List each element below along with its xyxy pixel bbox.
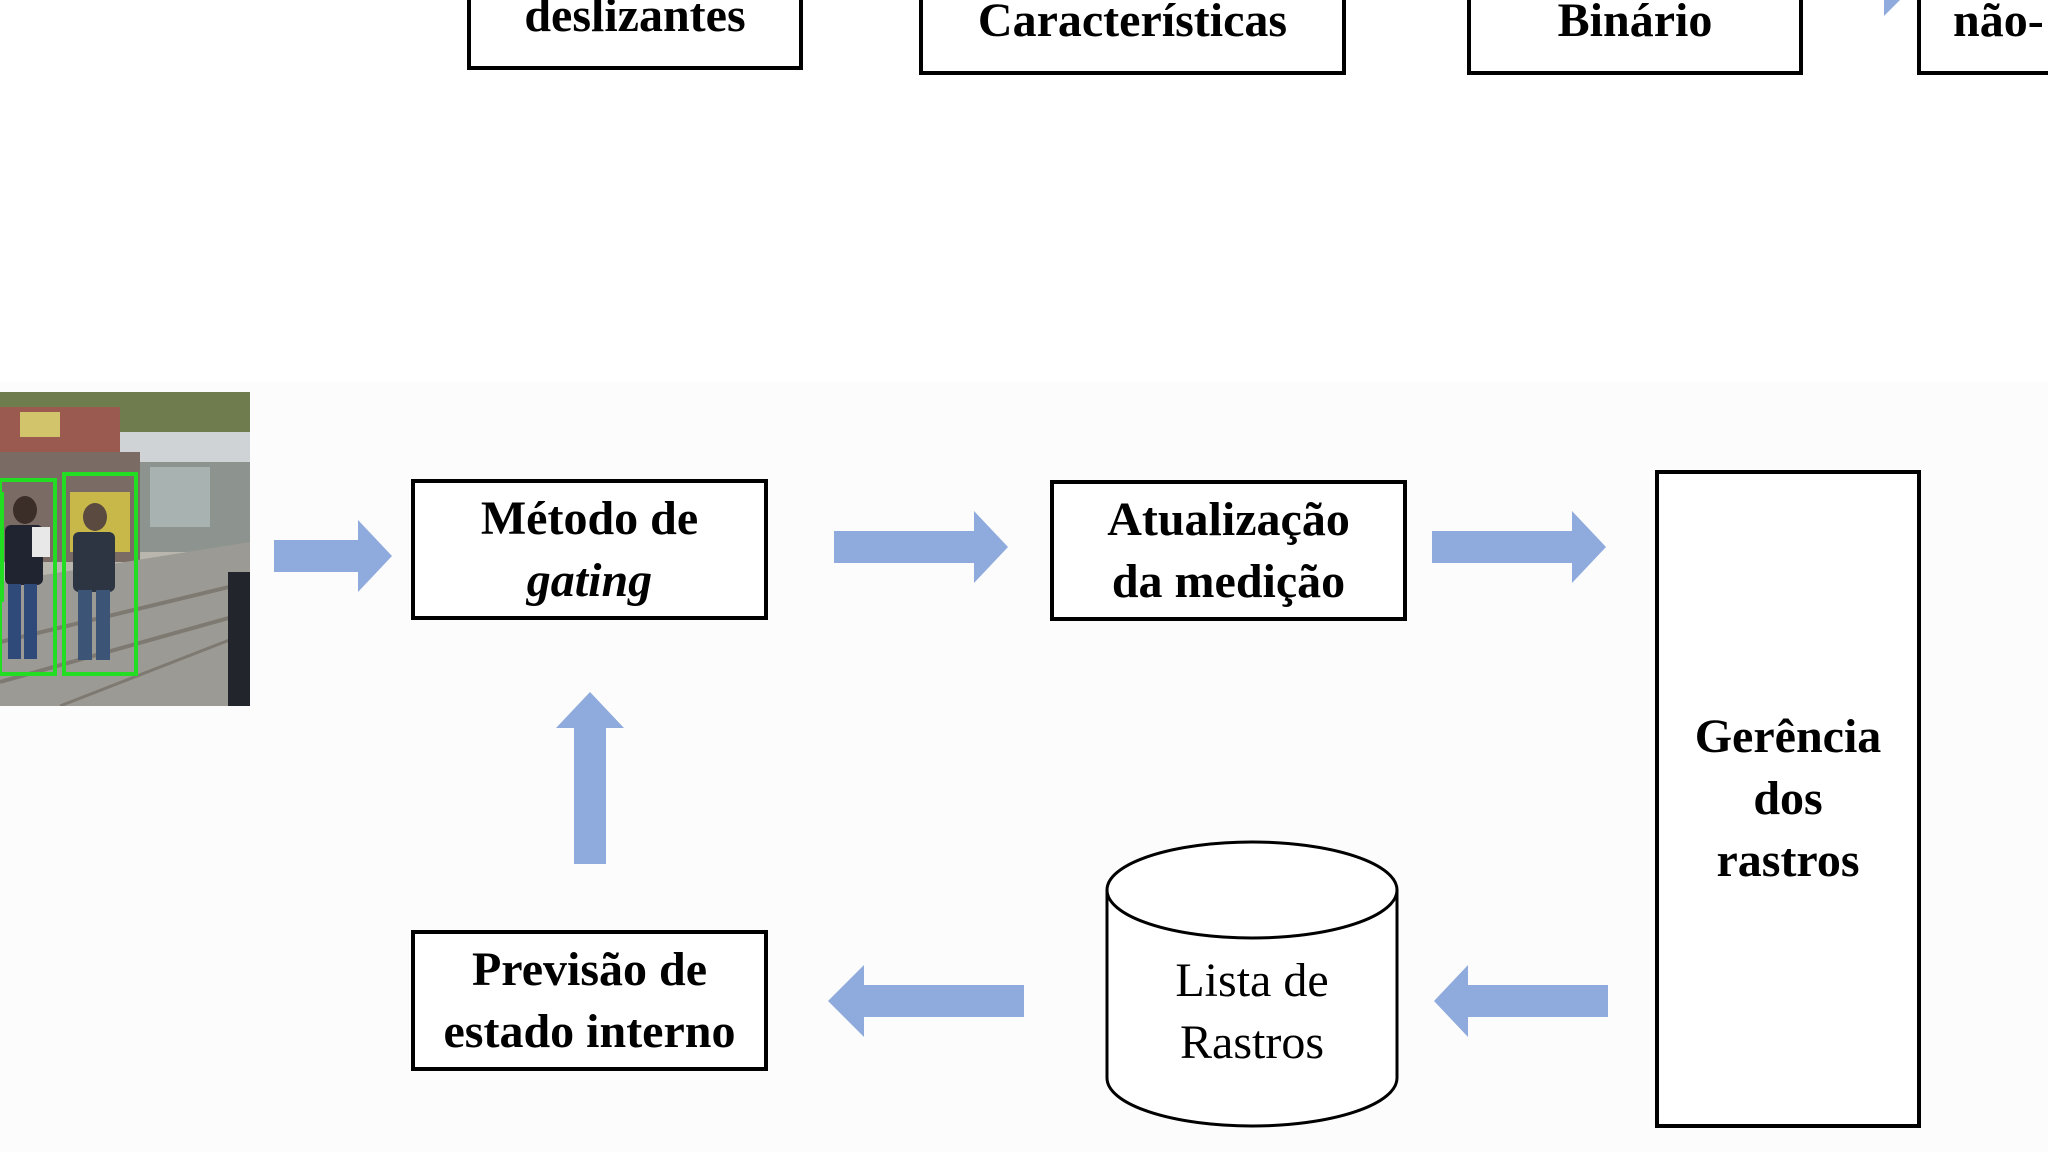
prediction-line1: Previsão de xyxy=(471,942,708,996)
arrow-prediction-to-gating xyxy=(556,692,624,864)
arrow-list-to-prediction xyxy=(828,965,1024,1037)
arrow-management-to-list xyxy=(1434,965,1608,1037)
top-right-arrow xyxy=(1884,0,1900,16)
track-list-cylinder xyxy=(1105,840,1399,1128)
management-line2: dos xyxy=(1753,772,1823,825)
measurement-update-box: Atualização da medição xyxy=(1050,480,1407,621)
binary-label: Binário xyxy=(1557,0,1713,47)
arrow-update-to-management xyxy=(1432,511,1606,583)
track-list-line2: Rastros xyxy=(1180,1016,1324,1069)
arrow-gating-to-update xyxy=(834,511,1008,583)
non-box: não- xyxy=(1917,0,2048,75)
management-line3: rastros xyxy=(1716,834,1860,887)
arrow-image-to-gating xyxy=(274,520,392,592)
pedestrian-detection-image xyxy=(0,392,250,706)
sliding-window-label: deslizantes xyxy=(524,0,746,42)
gating-line1: Método de xyxy=(480,491,699,545)
binary-box: Binário xyxy=(1467,0,1803,75)
update-line2: da medição xyxy=(1111,554,1346,608)
sliding-window-box: deslizantes xyxy=(467,0,803,70)
management-line1: Gerência xyxy=(1694,710,1882,763)
features-box: Características xyxy=(919,0,1346,75)
gating-line2: gating xyxy=(526,553,653,607)
state-prediction-box: Previsão de estado interno xyxy=(411,930,768,1071)
track-list-label: Lista de Rastros xyxy=(1107,950,1397,1074)
gating-method-box: Método de gating xyxy=(411,479,768,620)
features-label: Características xyxy=(977,0,1288,47)
prediction-line2: estado interno xyxy=(443,1004,736,1058)
track-management-box: Gerência dos rastros xyxy=(1655,470,1921,1128)
non-label: não- xyxy=(1953,0,2044,47)
update-line1: Atualização xyxy=(1107,492,1350,546)
track-list-line1: Lista de xyxy=(1175,954,1329,1007)
